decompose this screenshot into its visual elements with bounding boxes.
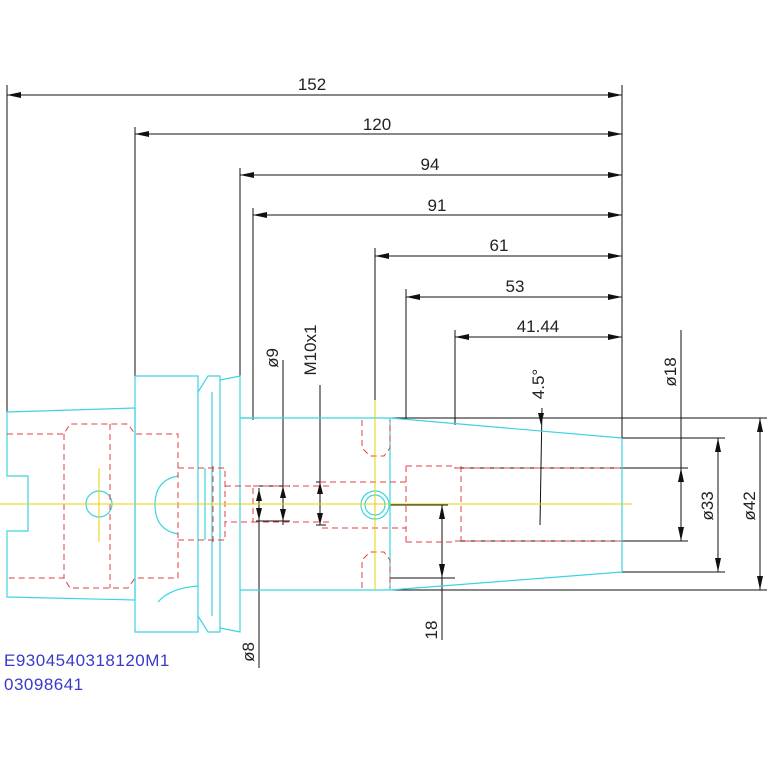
center-lines (0, 400, 632, 590)
dim-41-44: 41.44 (517, 317, 560, 336)
dim-18: 18 (422, 621, 441, 640)
dim-94: 94 (421, 155, 440, 174)
bore-dimensions: ø9 M10x1 ø8 18 4.5° (239, 324, 548, 668)
dim-angle: 4.5° (529, 369, 548, 399)
hidden-features (7, 420, 622, 589)
dim-thread-m10x1: M10x1 (301, 324, 320, 375)
diameter-dimensions: ø18 ø33 ø42 (390, 330, 767, 591)
dim-152: 152 (298, 75, 326, 94)
dim-dia-8: ø8 (239, 642, 258, 662)
dim-dia-9: ø9 (263, 348, 282, 368)
length-dimensions: 152 120 94 91 61 53 (6, 75, 623, 438)
part-code: E9304540318120M1 (4, 651, 170, 670)
dim-dia-33: ø33 (698, 491, 717, 520)
dim-dia-42: ø42 (740, 491, 759, 520)
dim-61: 61 (490, 236, 509, 255)
part-number: 03098641 (4, 675, 84, 694)
dim-53: 53 (506, 277, 525, 296)
dim-91: 91 (428, 196, 447, 215)
dim-dia-18: ø18 (661, 357, 680, 386)
dim-120: 120 (363, 115, 391, 134)
